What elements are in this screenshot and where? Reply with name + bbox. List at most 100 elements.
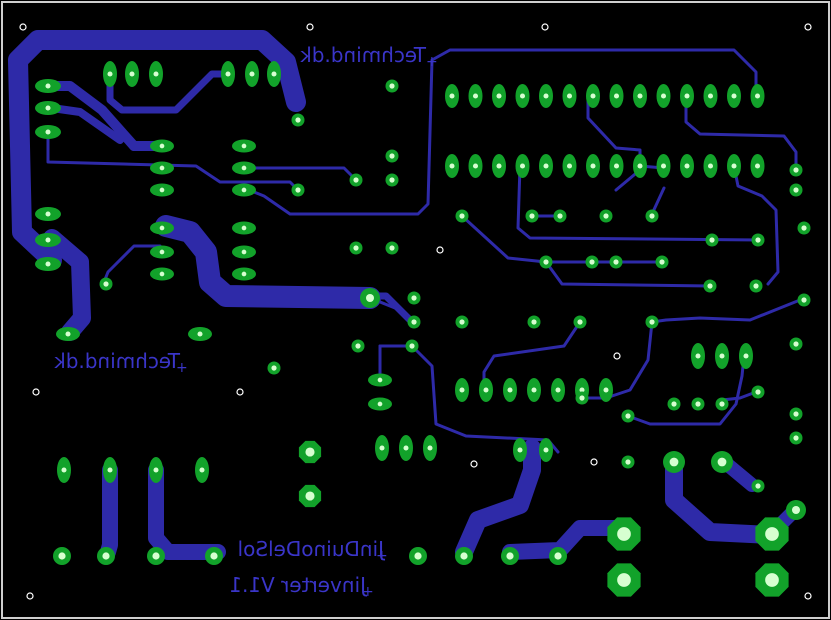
pad-octagon [755,563,789,597]
ic-pin [562,84,577,108]
ic-pin [150,221,174,235]
via [691,397,705,411]
registration-mark [613,352,621,360]
via [385,173,399,187]
trace-sig-20 [626,354,746,426]
brand-label-left: Techmind.dk [54,349,181,373]
ic-pin [656,84,671,108]
ic-pin [468,84,483,108]
ic-pin [150,267,174,281]
via [407,315,421,329]
ic-pin [703,84,718,108]
pad-round [501,547,519,565]
ic-pin [609,154,624,178]
pad-octagon [607,563,641,597]
trace-sig-3 [242,48,758,216]
via [407,291,421,305]
header-pin [125,61,139,87]
ic-pin [445,154,459,178]
via [715,397,729,411]
via [385,149,399,163]
pad [35,207,61,221]
via [655,255,669,269]
transistor-pin [423,435,437,461]
ic-pin [633,84,647,108]
ic-pin [727,84,741,108]
ic-pin [703,154,718,178]
cross-marker: + [376,548,388,564]
via [789,183,803,197]
via [385,241,399,255]
via [455,315,469,329]
via [667,397,681,411]
trace-ic-top-left [39,81,165,151]
trace-power-bottom-left-2 [148,462,226,560]
trace-sig-21 [720,390,758,402]
project-version-label: Jinverter V1.1 [229,573,368,597]
via [351,339,365,353]
registration-marks [19,23,812,600]
ic-pin [232,161,256,175]
via [751,385,765,399]
ic-pin [468,154,483,178]
via [455,209,469,223]
registration-mark [804,592,812,600]
ic-pin [232,221,256,235]
trace-sig-6 [684,94,798,172]
trace-power-bottom-right [665,455,779,544]
pad-round [205,547,223,565]
pad-round [786,500,806,520]
ic-pin [599,378,613,402]
brand-label-top: Techmind.dk [300,43,427,67]
trace-sig-1 [46,130,300,192]
pad-round [97,547,115,565]
header-pin [221,61,235,87]
via [291,113,305,127]
trace-sig-4 [102,244,162,284]
pad [539,438,553,462]
ic-pin [232,139,256,153]
ic-pin [562,154,577,178]
pad [368,397,392,411]
pad-round [360,288,380,308]
trace-power-bottom-mid [455,439,541,561]
pad [103,457,117,483]
via [349,173,363,187]
registration-mark [436,246,444,254]
ic-pin [551,378,565,402]
ic-pin [680,154,694,178]
ic-pin [633,154,647,178]
ic-pin [586,84,600,108]
via [527,315,541,329]
pad [35,79,61,93]
header-pin [103,61,117,87]
via [405,339,419,353]
trace-sig-19 [368,296,414,324]
registration-mark [236,388,244,396]
via [525,209,539,223]
ic-pin [656,154,671,178]
pad [35,101,61,115]
via [621,409,635,423]
trace-power-bottom-mid2 [502,520,630,560]
trace-power-left-drop [43,229,91,341]
via [291,183,305,197]
pad [513,438,527,462]
pad-octagon [298,440,322,464]
ic-pin [492,84,506,108]
via [749,279,763,293]
registration-mark [541,23,549,31]
trace-sig-15 [580,320,654,400]
pad-round [663,451,685,473]
trace-sig-12 [650,186,666,216]
pad-round [147,547,165,565]
via [99,277,113,291]
pad-octagon [607,517,641,551]
pad-octagon [298,484,322,508]
trace-power-left-loop [8,30,306,270]
pad [35,125,61,139]
pad [35,257,61,271]
ic-pin [150,245,174,259]
